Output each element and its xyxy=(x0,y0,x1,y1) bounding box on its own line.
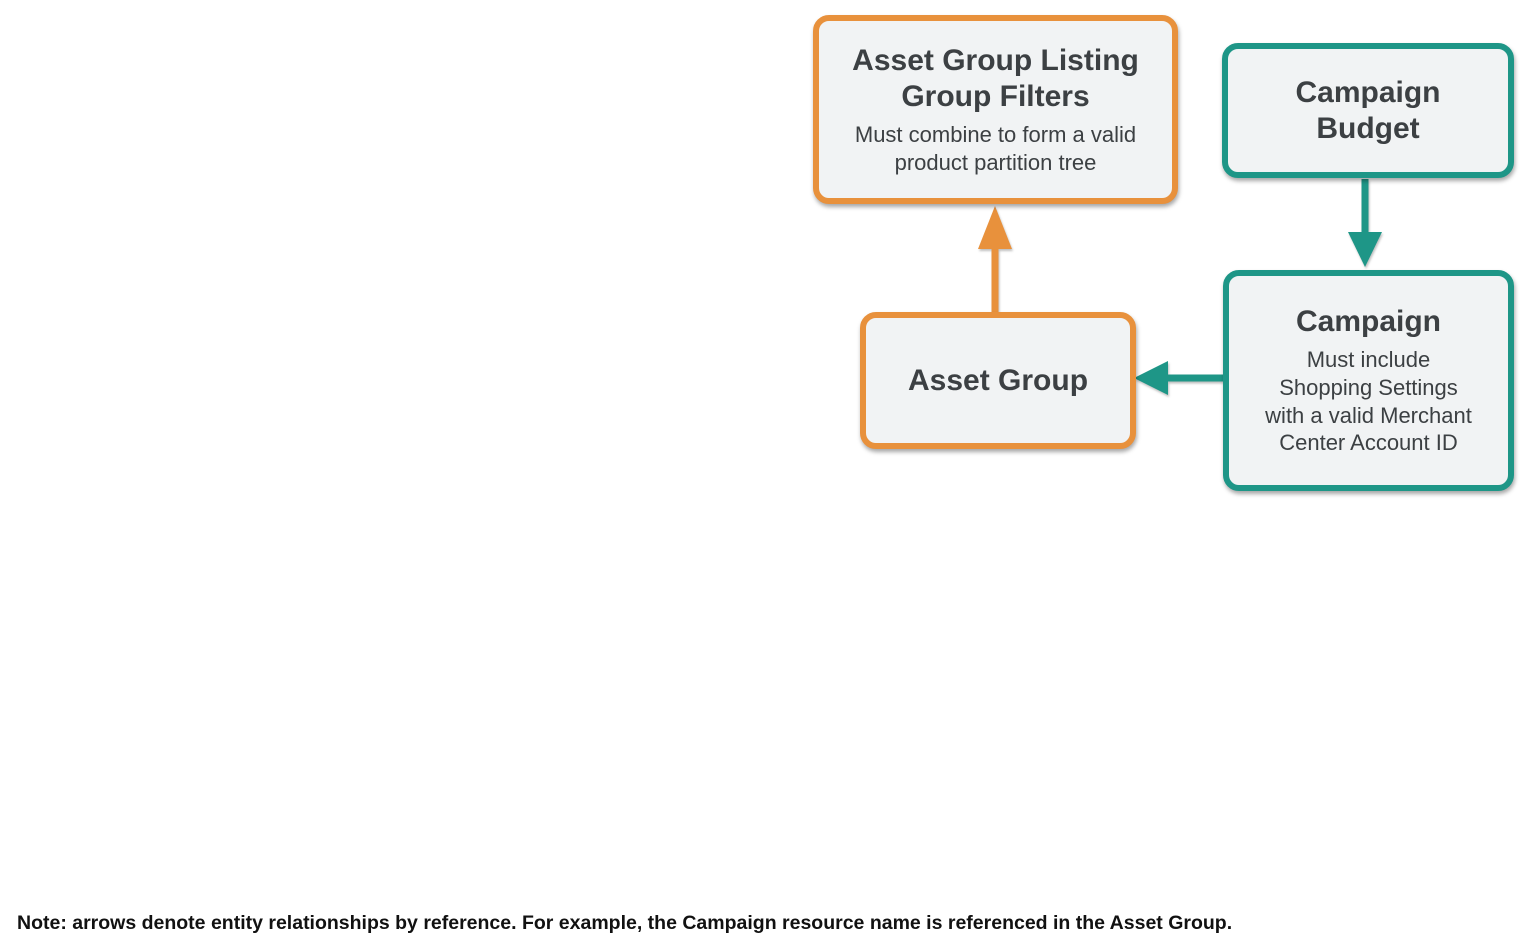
node-title: Campaign xyxy=(1295,304,1442,338)
node-subtitle: Must combine to form a valid product par… xyxy=(854,121,1137,175)
node-title: Asset Group xyxy=(907,363,1089,397)
node-campaign: Campaign Must include Shopping Settings … xyxy=(1223,270,1514,491)
node-asset-group-listing-group-filters: Asset Group Listing Group Filters Must c… xyxy=(813,15,1178,204)
arrow-campaign-budget-to-campaign xyxy=(1348,179,1382,267)
node-asset-group: Asset Group xyxy=(860,312,1136,449)
arrow-campaign-to-asset-group xyxy=(1134,361,1223,395)
node-title: Asset Group Listing Group Filters xyxy=(852,43,1139,113)
node-title: Campaign Budget xyxy=(1295,75,1441,145)
arrow-asset-group-to-listing-filters xyxy=(978,206,1012,312)
node-subtitle: Must include Shopping Settings with a va… xyxy=(1265,346,1472,456)
diagram-note: Note: arrows denote entity relationships… xyxy=(17,912,1233,934)
node-campaign-budget: Campaign Budget xyxy=(1222,43,1514,178)
